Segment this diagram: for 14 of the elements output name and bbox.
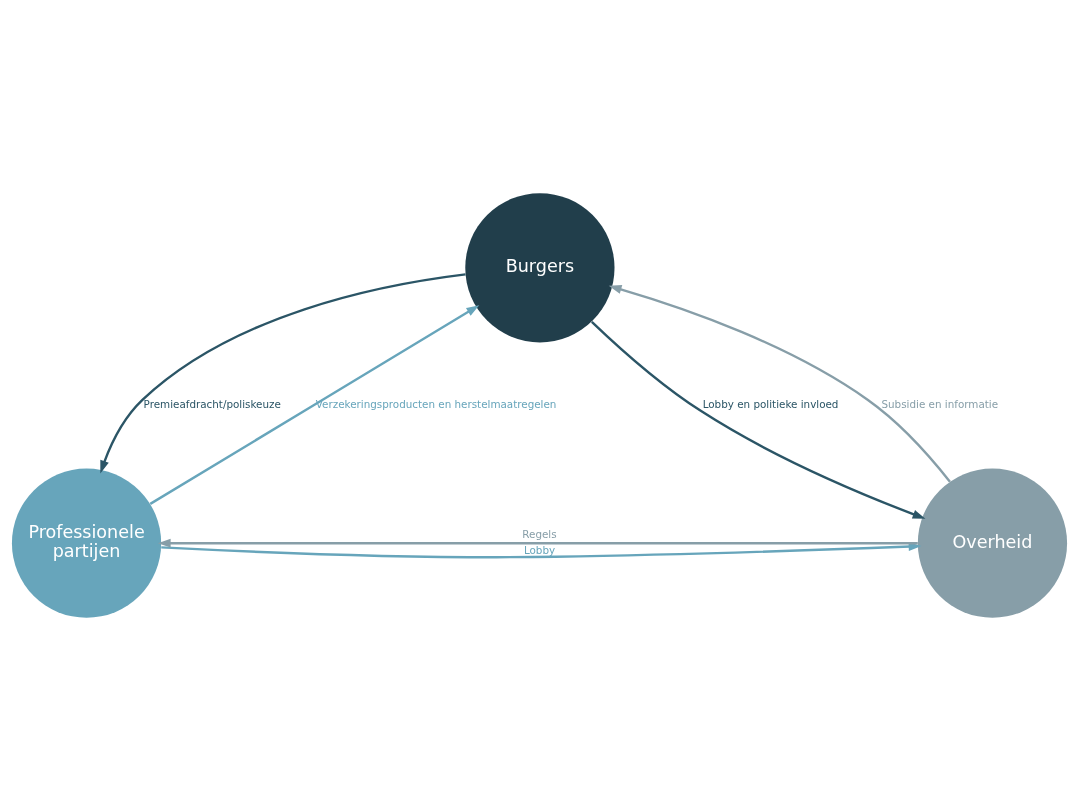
arrow	[157, 538, 918, 548]
edge-label: Premieafdracht/poliskeuze	[143, 398, 281, 411]
arrow	[161, 542, 922, 559]
arrow	[149, 305, 480, 505]
edge-label: Lobby	[523, 543, 556, 556]
node-circle: Professionele partijen	[11, 468, 162, 618]
edge-label: Subsidie en informatie	[881, 398, 999, 411]
arrow	[591, 320, 926, 519]
edge-label: Regels	[522, 527, 557, 540]
edge-label: Lobby en politieke invloed	[702, 398, 839, 411]
arrow	[608, 285, 951, 483]
arrow	[100, 273, 466, 474]
edge-label: Verzekeringsproducten en herstelmaatregelen	[315, 398, 557, 411]
node-circle: Overheid	[917, 468, 1068, 618]
